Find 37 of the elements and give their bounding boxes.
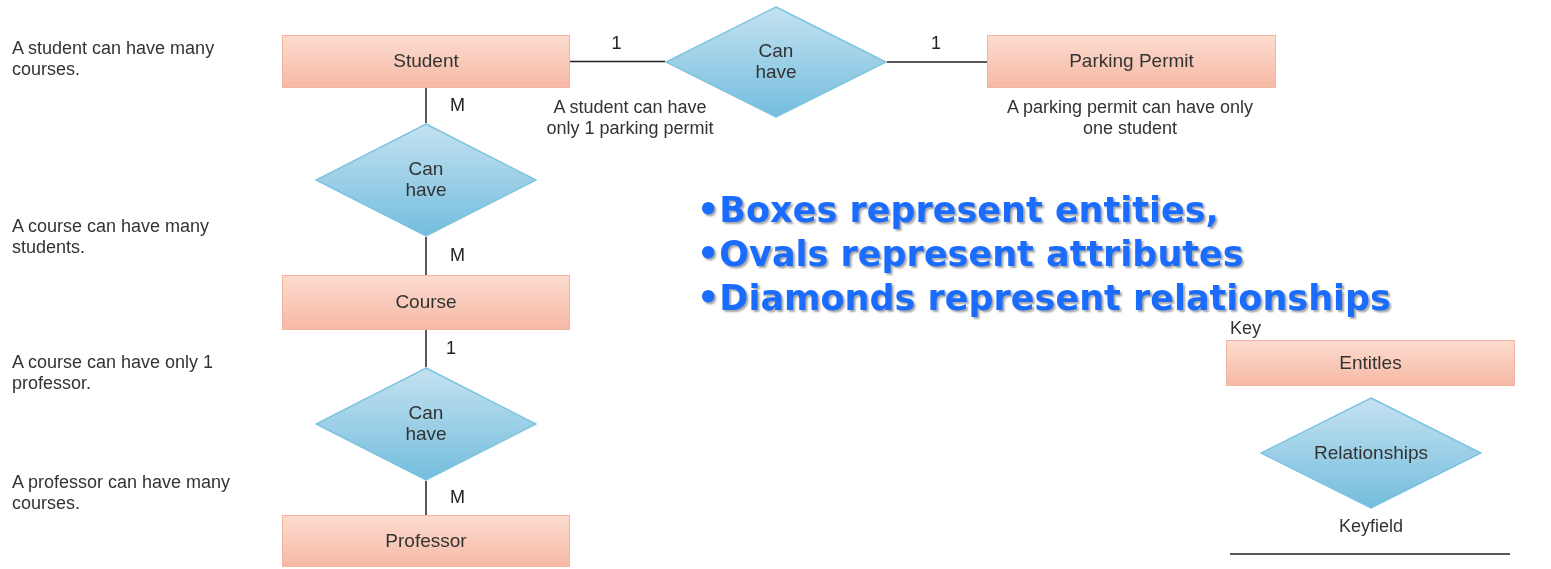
node-label: Student: [393, 51, 459, 72]
entity-box: [282, 275, 570, 330]
annotation-text: A student can have only 1 parking permit: [545, 97, 715, 139]
entity-box: [282, 35, 570, 88]
connector-line: [425, 329, 427, 368]
connector-line: [569, 60, 666, 63]
cardinality-label: M: [450, 487, 465, 508]
connector-line: [425, 480, 427, 516]
node-label: Can have: [404, 403, 448, 445]
key-heading: Key: [1230, 318, 1263, 339]
bullet-point: •Ovals represent attributes: [697, 234, 1244, 274]
connector-line: [425, 87, 427, 124]
node-label: Professor: [385, 530, 467, 552]
key-field-label: Keyfield: [1337, 516, 1404, 537]
node-label: Can have: [754, 41, 798, 83]
node-label: Entitles: [1339, 352, 1402, 374]
node-label: Can have: [404, 159, 448, 201]
cardinality-label: 1: [611, 32, 622, 54]
entity-box: [1226, 340, 1515, 386]
annotation-text: A student can have many courses.: [12, 38, 216, 80]
bullet-point: •Boxes represent entities,: [697, 190, 1219, 230]
connector-line: [425, 236, 427, 276]
cardinality-label: M: [450, 245, 465, 266]
entity-box: [282, 515, 570, 567]
cardinality-label: 1: [931, 33, 941, 54]
node-label: Course: [395, 292, 457, 313]
annotation-text: A course can have only 1 professor.: [12, 352, 215, 394]
cardinality-label: 1: [446, 337, 456, 359]
connector-line: [886, 61, 988, 63]
bullet-point: •Diamonds represent relationships: [697, 278, 1391, 318]
node-label: Relationships: [1313, 442, 1429, 464]
entity-box: [987, 35, 1276, 88]
node-label: Parking Permit: [1069, 51, 1194, 72]
annotation-text: A professor can have many courses.: [12, 472, 232, 514]
cardinality-label: M: [450, 94, 465, 116]
annotation-text: A course can have many students.: [12, 216, 211, 258]
annotation-text: A parking permit can have only one student: [1005, 97, 1255, 139]
